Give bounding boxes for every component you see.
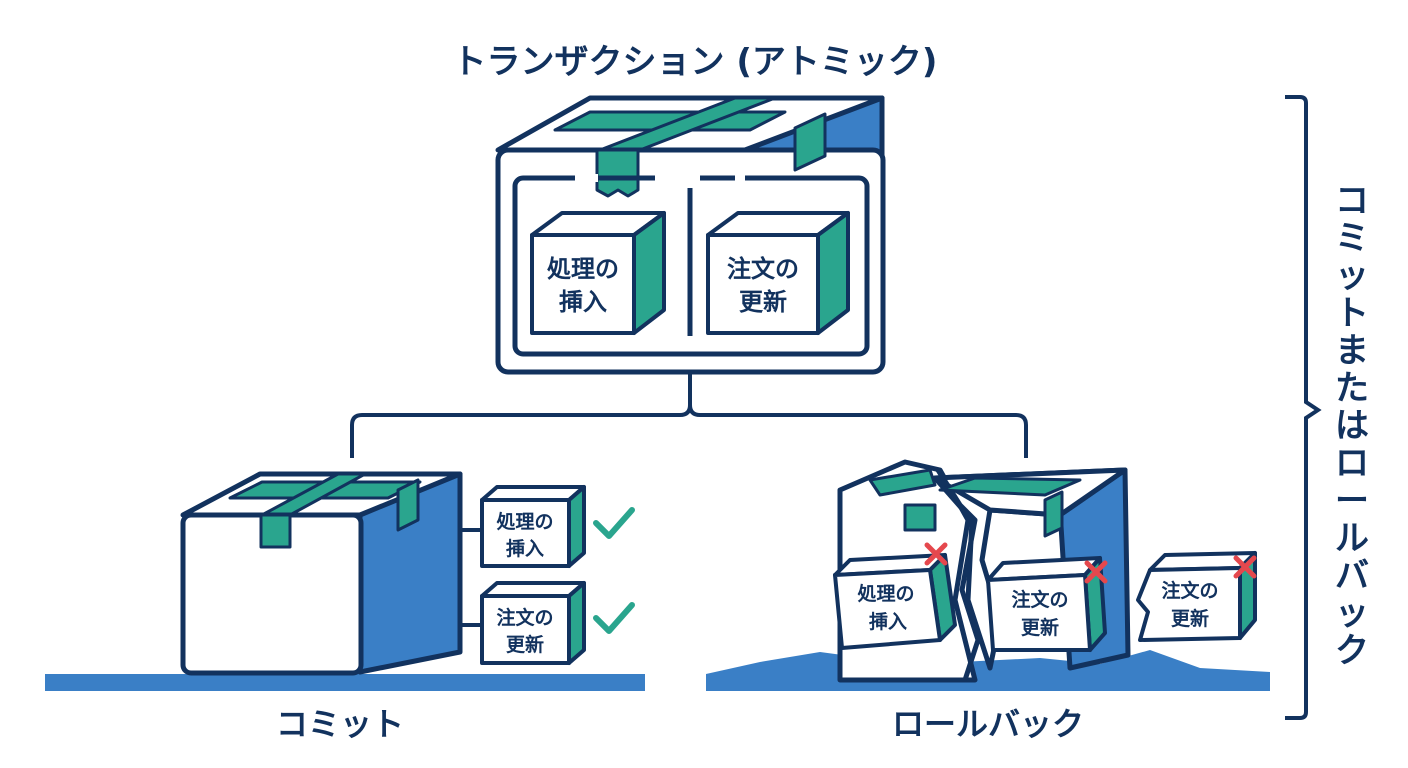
rollback-label: ロールバック — [892, 705, 1084, 743]
transaction-op-insert-line1: 処理の — [547, 255, 619, 283]
commit-check-icon-2 — [593, 602, 635, 634]
commit-op-update: 注文の 更新 — [480, 581, 586, 665]
commit-check-icon-1 — [593, 507, 635, 539]
transaction-op-update-line2: 更新 — [739, 288, 787, 316]
commit-op-insert: 処理の 挿入 — [480, 485, 586, 568]
transaction-op-insert-line2: 挿入 — [559, 288, 607, 316]
rollback-op-update-line2: 更新 — [1021, 616, 1059, 639]
commit-box — [180, 471, 463, 676]
rollback-op-detached-line2: 更新 — [1171, 607, 1209, 630]
transaction-op-update: 注文の 更新 — [706, 211, 850, 335]
commit-ground — [45, 674, 645, 691]
commit-op-update-line2: 更新 — [506, 633, 544, 656]
rollback-op-update-line1: 注文の — [1011, 588, 1068, 611]
commit-op-insert-line2: 挿入 — [506, 538, 544, 560]
commit-op-update-line1: 注文の — [496, 606, 553, 629]
branch-connector — [350, 372, 1028, 458]
commit-op-insert-line1: 処理の — [496, 510, 553, 533]
side-bracket — [1285, 95, 1322, 720]
rollback-x-icon-3 — [1233, 555, 1257, 579]
rollback-x-icon-1 — [924, 542, 948, 566]
side-label: コミットまたはロールバック — [1335, 181, 1369, 671]
transaction-op-update-line1: 注文の — [727, 255, 799, 283]
rollback-op-update-detached: 注文の 更新 — [1136, 551, 1257, 642]
rollback-x-icon-2 — [1084, 560, 1108, 584]
diagram-title: トランザクション (アトミック) — [453, 42, 938, 82]
rollback-op-detached-line1: 注文の — [1161, 579, 1218, 602]
rollback-op-insert-line1: 処理の — [857, 582, 914, 605]
transaction-op-insert: 処理の 挿入 — [530, 211, 666, 335]
rollback-op-insert-line2: 挿入 — [869, 611, 907, 633]
rollback-op-insert: 処理の 挿入 — [833, 553, 957, 650]
rollback-op-update: 注文の 更新 — [986, 556, 1107, 652]
commit-label: コミット — [276, 705, 404, 743]
